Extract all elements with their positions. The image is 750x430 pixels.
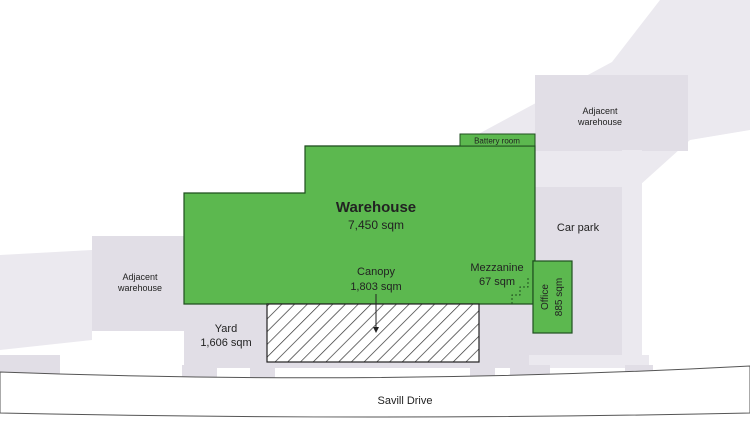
adjacent-right-line1: Adjacent [582, 106, 618, 116]
office-area: 885 sqm [554, 278, 565, 316]
mezzanine-area: 67 sqm [479, 276, 515, 288]
yard-area: 1,606 sqm [200, 337, 251, 349]
office-title: Office [540, 284, 551, 310]
office-block [532, 260, 573, 334]
adjacent-warehouse-right [535, 75, 688, 151]
adjacent-left-line1: Adjacent [122, 272, 158, 282]
mezzanine-title: Mezzanine [470, 262, 523, 274]
yard-title: Yard [215, 323, 237, 335]
warehouse-title: Warehouse [336, 199, 416, 216]
road-surface [0, 365, 750, 418]
adjacent-left-line2: warehouse [117, 283, 162, 293]
battery-room [459, 133, 536, 147]
canopy-area: 1,803 sqm [350, 281, 401, 293]
left-site-band [0, 250, 92, 350]
canopy-title: Canopy [357, 266, 395, 278]
canopy-arrowhead [373, 327, 379, 333]
adjacent-warehouse-left [92, 236, 184, 331]
canopy-hatched [266, 303, 480, 363]
lower-right-yard [480, 304, 535, 368]
lower-right-strip [529, 355, 649, 368]
mezzanine-stair-icon [511, 278, 529, 304]
right-site-strip [622, 150, 642, 355]
adjacent-right-line2: warehouse [577, 117, 622, 127]
battery-room-label: Battery room [474, 137, 520, 146]
car-park-label: Car park [557, 222, 600, 234]
warehouse-area: 7,450 sqm [348, 218, 404, 232]
road-name: Savill Drive [377, 395, 432, 407]
